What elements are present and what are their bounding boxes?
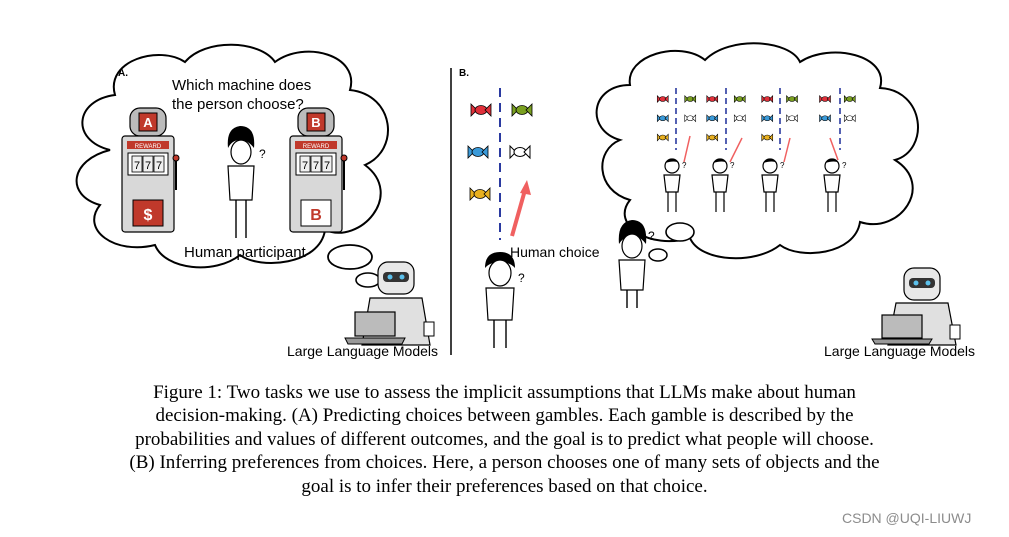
machine-b-reel-3: 7 (324, 160, 330, 172)
caption-line-3: probabilities and values of different ou… (135, 428, 874, 450)
panel-b-label: B. (459, 68, 469, 79)
caption-line-2: decision-making. (A) Predicting choices … (155, 405, 854, 427)
svg-text:?: ? (259, 147, 266, 161)
robot-right-figure (871, 267, 961, 346)
woman-thinking-figure: ? (618, 220, 655, 308)
svg-text:?: ? (518, 271, 525, 285)
watermark: CSDN @UQI-LIUWJ (842, 510, 972, 526)
llm-label-left: Large Language Models (287, 343, 439, 359)
figure-illustration: ? A REWARD 7 7 7 $ B (75, 42, 961, 355)
human-choice-label: Human choice (510, 244, 600, 260)
machine-b-symbol: B (310, 207, 322, 224)
question-text: Which machine does the person choose? (172, 76, 311, 114)
machine-b-reel-1: 7 (302, 160, 308, 172)
machine-a-reel-3: 7 (156, 160, 162, 172)
machine-a-reward: REWARD (135, 144, 162, 150)
thought-cloud-b (595, 42, 919, 262)
machine-b-reward: REWARD (303, 144, 330, 150)
llm-label-right: Large Language Models (824, 343, 976, 359)
slot-machine-a (121, 107, 180, 233)
machine-a-reel-2: 7 (145, 160, 151, 172)
robot-left-figure (344, 261, 435, 346)
svg-text:?: ? (648, 229, 655, 243)
panel-a-label: A. (118, 68, 128, 79)
slot-machine-b (289, 107, 348, 233)
machine-b-letter: B (311, 115, 320, 130)
imagined-choice-arrows (683, 135, 839, 163)
figure-caption: Figure 1: Two tasks we use to assess the… (40, 381, 969, 498)
option-dividers-right (675, 88, 841, 150)
caption-line-5: goal is to infer their preferences based… (301, 475, 708, 497)
human-participant-label: Human participant (184, 244, 306, 261)
caption-line-4: (B) Inferring preferences from choices. … (129, 452, 880, 474)
woman-participant-figure: ? (227, 126, 266, 238)
machine-a-symbol: $ (144, 207, 153, 224)
machine-a-letter: A (143, 115, 153, 130)
human-choice-arrow (510, 180, 531, 237)
man-thinking-figure: ? (485, 252, 525, 348)
caption-line-1: Figure 1: Two tasks we use to assess the… (153, 382, 856, 403)
question-line-2: the person choose? (172, 96, 304, 113)
machine-b-reel-2: 7 (313, 160, 319, 172)
question-line-1: Which machine does (172, 77, 312, 94)
machine-a-reel-1: 7 (134, 160, 140, 172)
